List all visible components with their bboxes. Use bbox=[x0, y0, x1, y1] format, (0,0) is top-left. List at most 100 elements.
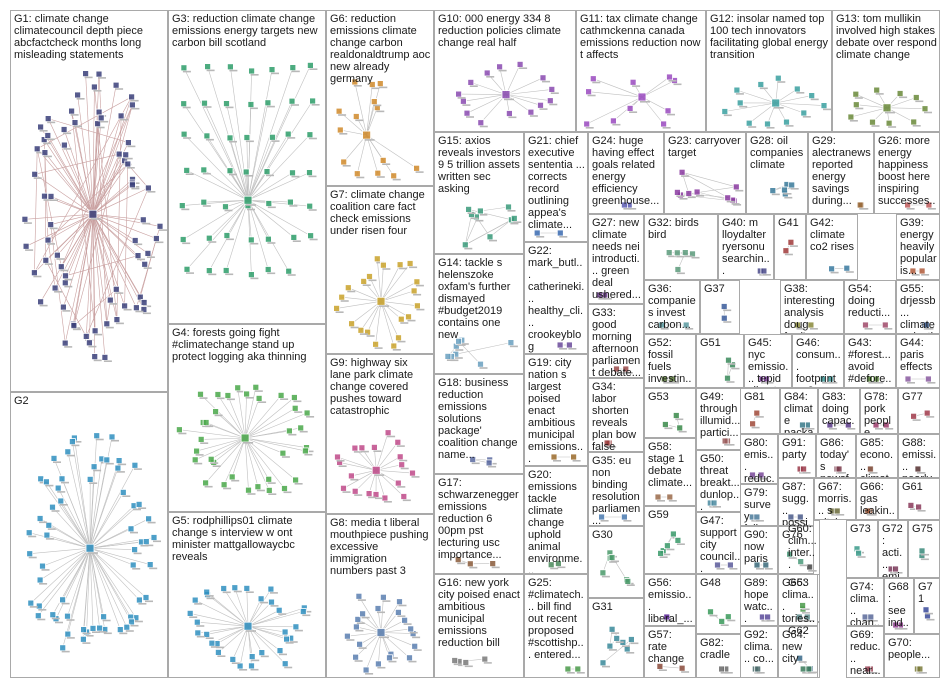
group-network bbox=[461, 203, 522, 250]
node-shadow bbox=[917, 510, 926, 512]
node-shadow bbox=[810, 98, 819, 101]
node-shadow bbox=[802, 612, 810, 614]
edge-line bbox=[244, 412, 308, 439]
node-shadow bbox=[671, 382, 680, 384]
node-icon bbox=[245, 486, 252, 494]
group-g84: G84: climate packa... bbox=[780, 388, 818, 434]
edge-line bbox=[234, 587, 249, 627]
node-shadow bbox=[836, 514, 845, 516]
node-shadow bbox=[513, 221, 522, 223]
node-shadow bbox=[409, 631, 418, 634]
node-shadow bbox=[458, 664, 467, 667]
edge-line bbox=[354, 81, 367, 136]
group-network bbox=[819, 375, 838, 384]
node-shadow bbox=[611, 632, 620, 634]
node-icon bbox=[212, 408, 219, 415]
node-icon bbox=[133, 304, 140, 312]
node-icon bbox=[186, 610, 194, 617]
node-shadow bbox=[894, 628, 903, 630]
node-shadow bbox=[182, 70, 191, 73]
node-shadow bbox=[140, 544, 149, 547]
node-icon bbox=[406, 654, 413, 662]
node-icon bbox=[222, 267, 230, 274]
node-icon bbox=[176, 426, 183, 434]
node-icon bbox=[466, 560, 474, 568]
node-shadow bbox=[205, 425, 214, 428]
node-shadow bbox=[45, 484, 54, 487]
node-shadow bbox=[217, 655, 226, 657]
node-shadow bbox=[726, 381, 735, 383]
node-icon bbox=[910, 412, 918, 420]
edge-line bbox=[245, 430, 290, 439]
group-network bbox=[550, 453, 581, 462]
group-network bbox=[909, 267, 930, 276]
node-shadow bbox=[55, 621, 63, 624]
group-label: G10: 000 energy 334 8 reduction policies… bbox=[438, 13, 561, 49]
node-shadow bbox=[308, 175, 317, 178]
edge-line bbox=[92, 104, 133, 215]
node-shadow bbox=[374, 474, 385, 476]
node-icon bbox=[277, 392, 285, 399]
edge-line bbox=[72, 441, 91, 549]
node-icon bbox=[454, 556, 462, 563]
edge-line bbox=[375, 442, 399, 471]
node-icon bbox=[26, 550, 34, 558]
node-shadow bbox=[138, 603, 147, 605]
node-shadow bbox=[280, 398, 289, 400]
node-shadow bbox=[659, 556, 668, 558]
group-network bbox=[751, 665, 765, 674]
node-icon bbox=[140, 299, 148, 306]
edge-line bbox=[366, 83, 381, 136]
node-shadow bbox=[457, 97, 466, 99]
group-network bbox=[721, 437, 735, 446]
edge-line bbox=[357, 135, 367, 174]
node-icon bbox=[267, 585, 275, 593]
node-icon bbox=[754, 665, 762, 673]
node-shadow bbox=[134, 620, 143, 623]
node-shadow bbox=[400, 322, 409, 324]
node-shadow bbox=[131, 187, 140, 190]
group-label: G53 bbox=[648, 391, 669, 403]
edge-line bbox=[182, 199, 249, 206]
node-shadow bbox=[182, 242, 191, 245]
node-icon bbox=[410, 287, 418, 295]
node-shadow bbox=[287, 274, 296, 276]
group-g87: G87: sugg... possi... bbox=[778, 478, 814, 526]
node-icon bbox=[180, 64, 188, 72]
group-network bbox=[872, 421, 894, 430]
edge-line bbox=[247, 199, 294, 238]
group-g76: G76 bbox=[778, 526, 814, 574]
group-network bbox=[724, 356, 740, 383]
node-icon bbox=[624, 578, 632, 585]
node-shadow bbox=[73, 441, 82, 443]
node-shadow bbox=[801, 608, 810, 611]
group-g26: G26: more energy happiness boost here in… bbox=[874, 132, 940, 214]
node-shadow bbox=[246, 630, 256, 632]
group-network bbox=[769, 181, 799, 199]
edge-line bbox=[89, 504, 140, 549]
node-shadow bbox=[885, 111, 895, 114]
edge-line bbox=[204, 103, 249, 201]
node-icon bbox=[22, 242, 30, 250]
node-icon bbox=[205, 267, 213, 275]
node-shadow bbox=[200, 442, 209, 444]
node-shadow bbox=[361, 616, 370, 619]
node-icon bbox=[924, 375, 932, 383]
node-icon bbox=[229, 655, 237, 663]
node-icon bbox=[61, 279, 69, 287]
edge-line bbox=[97, 123, 108, 324]
group-g83: G83: doing capac... bbox=[818, 388, 860, 434]
edge-line bbox=[29, 532, 91, 549]
node-icon bbox=[25, 529, 33, 537]
node-icon bbox=[227, 63, 234, 71]
group-g52: G52: fossil fuels investin... bbox=[644, 334, 696, 388]
node-shadow bbox=[733, 204, 742, 206]
node-icon bbox=[131, 461, 139, 469]
group-g75: G75 bbox=[908, 520, 940, 578]
edge-line bbox=[641, 76, 670, 98]
edge-line bbox=[380, 628, 411, 633]
node-icon bbox=[202, 419, 210, 426]
group-network bbox=[748, 513, 764, 522]
group-network bbox=[707, 608, 736, 626]
node-shadow bbox=[912, 419, 921, 421]
